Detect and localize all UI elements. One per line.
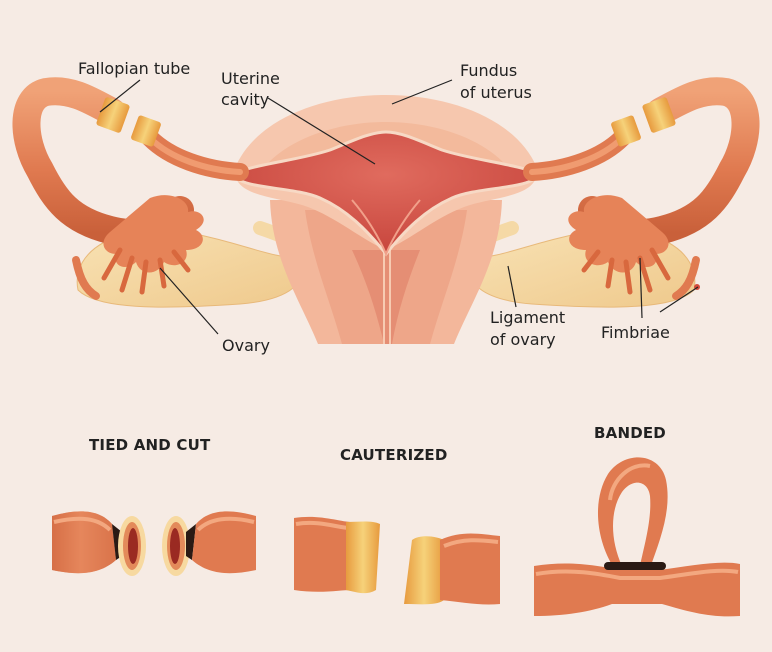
heading-banded: BANDED <box>594 424 666 442</box>
label-fundus-line2: of uterus <box>460 83 532 102</box>
label-fimbriae: Fimbriae <box>601 323 670 342</box>
heading-tied-and-cut: TIED AND CUT <box>89 436 211 454</box>
label-ligament-line2: of ovary <box>490 330 556 349</box>
heading-cauterized: CAUTERIZED <box>340 446 448 464</box>
label-uterine-cavity-line2: cavity <box>221 90 270 109</box>
uterus <box>229 95 543 257</box>
banded-illustration <box>534 457 740 617</box>
label-ligament-line1: Ligament <box>490 308 566 327</box>
leader-lines <box>99 79 699 335</box>
leader-ovary <box>159 267 219 335</box>
label-fallopian-tube: Fallopian tube <box>78 59 191 78</box>
cervix <box>270 200 502 344</box>
leader-fimbriae-2 <box>659 286 699 313</box>
label-ovary: Ovary <box>222 336 270 355</box>
leader-fimbriae-1 <box>639 257 643 319</box>
leader-ligament <box>507 265 517 308</box>
fallopian-tube-right <box>523 77 760 300</box>
leader-fallopian-tube <box>99 79 141 113</box>
label-uterine-cavity-line1: Uterine <box>221 69 280 88</box>
tied-and-cut-illustration <box>52 511 256 576</box>
leader-uterine-cavity <box>267 97 376 165</box>
fallopian-tube-left <box>12 77 249 300</box>
leader-fundus <box>391 79 453 105</box>
cauterized-illustration <box>294 516 500 605</box>
label-fundus-line1: Fundus <box>460 61 518 80</box>
